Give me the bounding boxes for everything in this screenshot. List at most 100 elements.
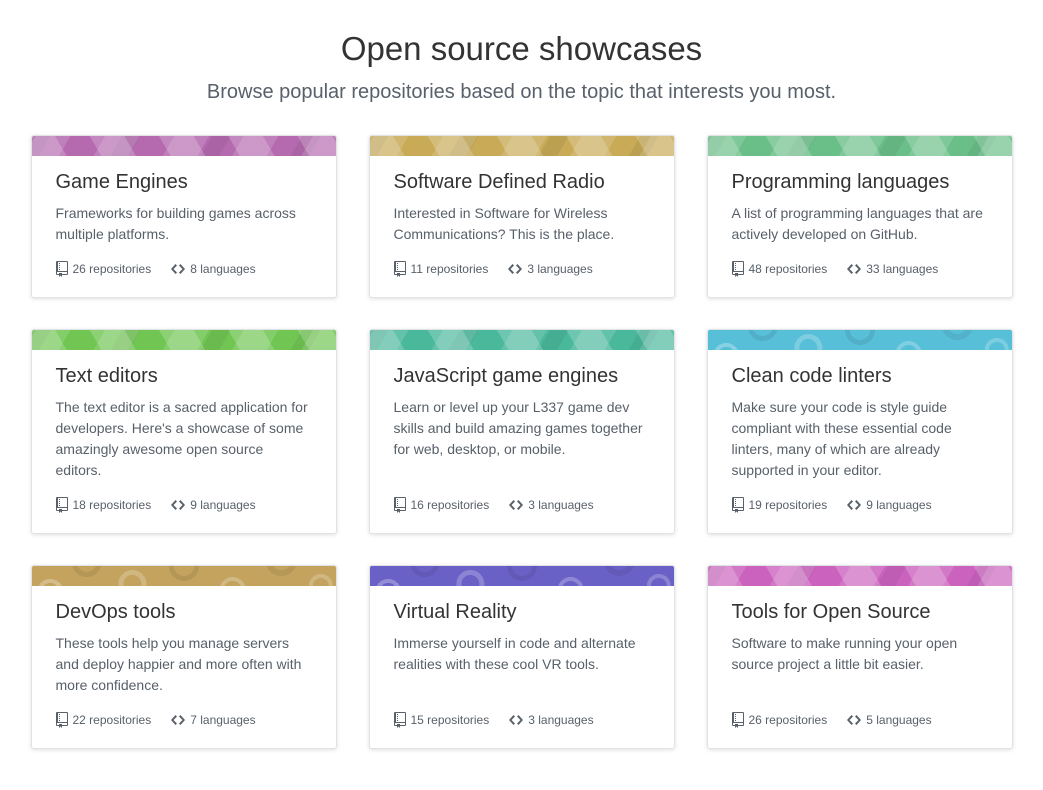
code-icon [171,715,186,725]
card-body: Virtual Reality Immerse yourself in code… [370,586,674,748]
languages-count: 33 languages [866,262,939,276]
showcase-card[interactable]: JavaScript game engines Learn or level u… [368,329,675,534]
repo-icon [393,497,406,513]
repositories-stat: 26 repositories [731,712,827,728]
showcase-card[interactable]: Tools for Open Source Software to make r… [706,565,1013,749]
card-stats: 26 repositories 8 languages [55,261,312,277]
card-band [707,566,1012,586]
card-stats: 18 repositories 9 languages [55,497,312,513]
showcase-card[interactable]: Clean code linters Make sure your code i… [706,329,1013,534]
repositories-stat: 18 repositories [55,497,152,513]
card-body: Game Engines Frameworks for building gam… [32,156,336,297]
card-band [707,330,1012,350]
languages-stat: 3 languages [508,261,593,277]
card-description: Make sure your code is style guide compl… [731,399,952,478]
repositories-count: 18 repositories [72,498,152,512]
card-description: Interested in Software for Wireless Comm… [393,205,615,242]
code-icon [847,500,862,510]
card-stats: 16 repositories 3 languages [393,497,650,513]
card-body: Text editors The text editor is a sacred… [32,350,336,533]
card-band [707,136,1012,156]
card-description: Immerse yourself in code and alternate r… [393,635,636,672]
card-title: Game Engines [55,171,188,193]
repositories-count: 19 repositories [748,498,828,512]
languages-stat: 3 languages [509,497,594,513]
code-icon [508,264,523,274]
card-body: JavaScript game engines Learn or level u… [370,350,674,533]
repo-icon [731,497,744,513]
card-body: Clean code linters Make sure your code i… [708,350,1012,533]
card-description: Learn or level up your L337 game dev ski… [393,399,643,457]
card-body: Software Defined Radio Interested in Sof… [370,156,674,297]
showcase-grid: Game Engines Frameworks for building gam… [30,135,1013,774]
code-icon [509,500,524,510]
repo-icon [55,712,68,728]
languages-stat: 9 languages [847,497,932,513]
card-body: Tools for Open Source Software to make r… [708,586,1012,748]
repositories-stat: 19 repositories [731,497,828,513]
card-band [31,136,336,156]
languages-count: 3 languages [528,498,594,512]
languages-count: 3 languages [527,262,593,276]
repositories-stat: 15 repositories [393,712,490,728]
card-description: A list of programming languages that are… [731,205,983,242]
card-title: Text editors [55,365,158,387]
languages-count: 3 languages [528,713,594,727]
page-title: Open source showcases [340,30,703,67]
card-band [31,566,336,586]
card-band [369,566,674,586]
card-stats: 48 repositories 33 languages [731,261,988,277]
card-title: Programming languages [731,171,950,193]
repositories-count: 11 repositories [410,262,489,276]
languages-stat: 7 languages [171,712,256,728]
card-title: Tools for Open Source [731,601,931,623]
repo-icon [731,712,744,728]
languages-stat: 8 languages [171,261,256,277]
showcase-card[interactable]: Software Defined Radio Interested in Sof… [368,135,675,298]
card-band [369,330,674,350]
languages-count: 5 languages [866,713,932,727]
card-title: JavaScript game engines [393,365,619,387]
code-icon [847,264,862,274]
repositories-count: 16 repositories [410,498,490,512]
showcase-card[interactable]: Programming languages A list of programm… [706,135,1013,298]
card-title: Software Defined Radio [393,171,605,193]
code-icon [509,715,524,725]
languages-stat: 9 languages [171,497,256,513]
card-description: The text editor is a sacred application … [55,399,308,478]
code-icon [171,264,186,274]
card-stats: 11 repositories 3 languages [393,261,650,277]
languages-stat: 3 languages [509,712,594,728]
repo-icon [731,261,744,277]
repositories-stat: 22 repositories [55,712,152,728]
showcase-card[interactable]: Virtual Reality Immerse yourself in code… [368,565,675,749]
repo-icon [393,261,406,277]
repositories-stat: 48 repositories [731,261,827,277]
showcase-card[interactable]: Game Engines Frameworks for building gam… [30,135,337,298]
repo-icon [393,712,406,728]
languages-count: 9 languages [866,498,932,512]
card-stats: 15 repositories 3 languages [393,712,650,728]
languages-count: 9 languages [190,498,256,512]
languages-stat: 5 languages [847,712,932,728]
card-description: These tools help you manage servers and … [55,635,302,693]
card-stats: 19 repositories 9 languages [731,497,988,513]
languages-stat: 33 languages [847,261,938,277]
repositories-count: 15 repositories [410,713,490,727]
card-band [369,136,674,156]
showcase-card[interactable]: DevOps tools These tools help you manage… [30,565,337,749]
languages-count: 8 languages [190,262,256,276]
card-stats: 26 repositories 5 languages [731,712,988,728]
showcase-card[interactable]: Text editors The text editor is a sacred… [30,329,337,534]
code-icon [171,500,186,510]
page-header: Open source showcases Browse popular rep… [31,30,1013,104]
repo-icon [55,261,68,277]
repositories-count: 26 repositories [72,262,152,276]
repositories-count: 22 repositories [72,713,152,727]
code-icon [847,715,862,725]
page-subtitle: Browse popular repositories based on the… [206,81,837,103]
repositories-stat: 26 repositories [55,261,152,277]
card-title: Virtual Reality [393,601,517,623]
repositories-stat: 16 repositories [393,497,490,513]
repo-icon [55,497,68,513]
